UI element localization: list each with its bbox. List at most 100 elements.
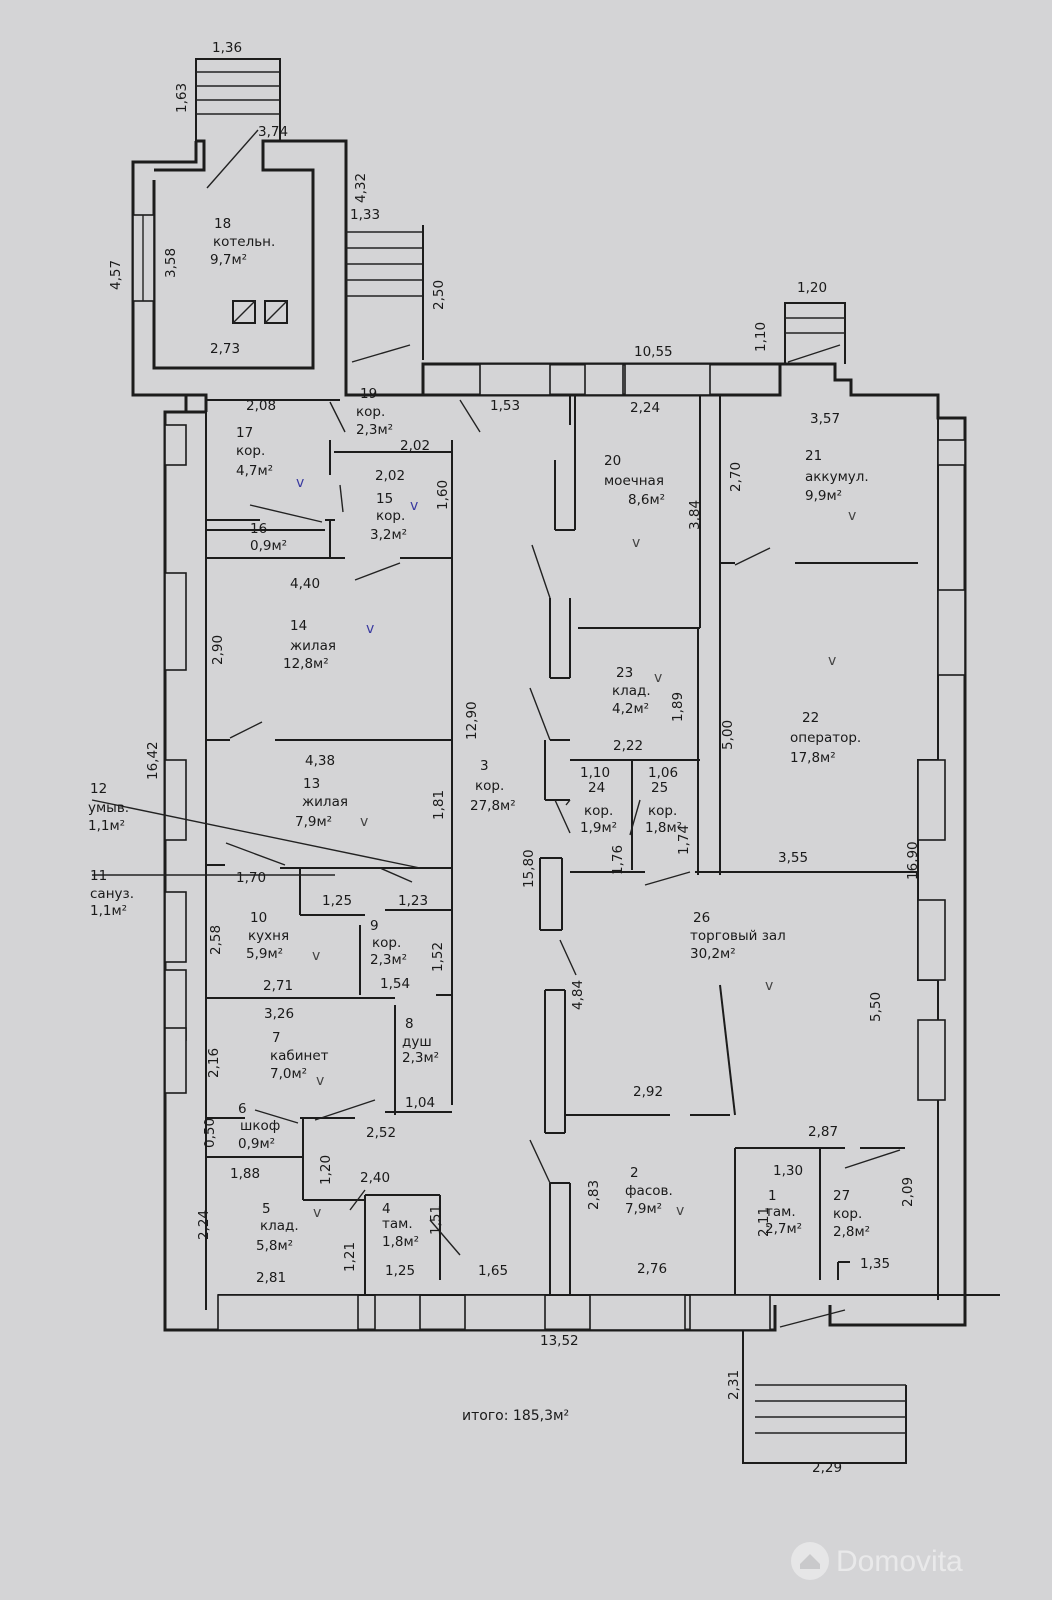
dim-2-87: 2,87 — [808, 1124, 838, 1140]
dim-2-83: 2,83 — [586, 1180, 602, 1210]
room-7-area: 7,0м² — [270, 1066, 307, 1082]
dimension-labels: 1,36 1,63 3,74 4,32 1,33 3,58 4,57 2,50 … — [108, 40, 921, 1476]
room-6-name: шкоф — [240, 1118, 280, 1134]
room-labels: 1 там. 2,7м² 2 фасов. 7,9м² 3 кор. 27,8м… — [88, 216, 870, 1254]
room-12: 12 умыв. 1,1м² — [88, 781, 129, 834]
room-15-area: 3,2м² — [370, 527, 407, 543]
dim-1-20-top: 1,20 — [797, 280, 827, 296]
room-13-name: жилая — [302, 794, 348, 810]
dim-2-92: 2,92 — [633, 1084, 663, 1100]
room-20-name: моечная — [604, 473, 664, 489]
dim-2-52: 2,52 — [366, 1125, 396, 1141]
boiler-symbols — [232, 300, 288, 324]
room-10: 10 кухня 5,9м² — [246, 910, 289, 962]
svg-text:v: v — [316, 1073, 324, 1089]
svg-text:v: v — [366, 621, 374, 637]
room-10-num: 10 — [250, 910, 267, 926]
dim-10-55: 10,55 — [634, 344, 673, 360]
dim-1-81: 1,81 — [431, 790, 447, 820]
room-10-area: 5,9м² — [246, 946, 283, 962]
room-4: 4 там. 1,8м² — [382, 1201, 419, 1250]
svg-text:v: v — [632, 535, 640, 551]
watermark-text: Domovita — [836, 1545, 963, 1578]
dim-4-84: 4,84 — [570, 980, 586, 1010]
dim-2-29: 2,29 — [812, 1460, 842, 1476]
room-24-area: 1,9м² — [580, 820, 617, 836]
room-1-name: там. — [765, 1204, 796, 1220]
room-24-num: 24 — [588, 780, 605, 796]
room-15: 15 кор. 3,2м² — [370, 491, 407, 543]
room-8: 8 душ 2,3м² — [402, 1016, 439, 1066]
room-26-area: 30,2м² — [690, 946, 736, 962]
dim-2-81: 2,81 — [256, 1270, 286, 1286]
dim-1-06: 1,06 — [648, 765, 678, 781]
dim-1-53: 1,53 — [490, 398, 520, 414]
room-23-num: 23 — [616, 665, 633, 681]
room-20-area: 8,6м² — [628, 492, 665, 508]
dim-5-00: 5,00 — [720, 720, 736, 750]
dim-3-55: 3,55 — [778, 850, 808, 866]
room-15-num: 15 — [376, 491, 393, 507]
room-7: 7 кабинет 7,0м² — [270, 1030, 329, 1082]
room-13-num: 13 — [303, 776, 320, 792]
room-21-num: 21 — [805, 448, 822, 464]
dim-1-10: 1,10 — [753, 322, 769, 352]
svg-text:v: v — [410, 498, 418, 514]
dim-3-57: 3,57 — [810, 411, 840, 427]
dim-13-52: 13,52 — [540, 1333, 579, 1349]
svg-text:v: v — [296, 475, 304, 491]
dim-15-80: 15,80 — [521, 849, 537, 888]
room-19-name: кор. — [356, 404, 385, 420]
room-24: 24 кор. 1,9м² — [580, 780, 617, 836]
room-3-name: кор. — [475, 778, 504, 794]
room-9-num: 9 — [370, 918, 379, 934]
room-9: 9 кор. 2,3м² — [370, 918, 407, 968]
svg-text:v: v — [312, 948, 320, 964]
dim-2-40: 2,40 — [360, 1170, 390, 1186]
svg-text:v: v — [848, 508, 856, 524]
room-25-name: кор. — [648, 803, 677, 819]
dim-3-74: 3,74 — [258, 124, 288, 140]
dim-2-02-a: 2,02 — [400, 438, 430, 454]
room-21: 21 аккумул. 9,9м² — [805, 448, 869, 504]
room-10-name: кухня — [248, 928, 289, 944]
dim-1-25-b: 1,25 — [385, 1263, 415, 1279]
room-26-name: торговый зал — [690, 928, 786, 944]
dim-4-57: 4,57 — [108, 260, 124, 290]
dim-1-51: 1,51 — [428, 1205, 444, 1235]
dim-1-54: 1,54 — [380, 976, 410, 992]
room-27-num: 27 — [833, 1188, 850, 1204]
dim-2-58: 2,58 — [208, 925, 224, 955]
dim-2-71: 2,71 — [263, 978, 293, 994]
door-swings — [91, 129, 901, 1256]
dim-1-21: 1,21 — [342, 1242, 358, 1272]
room-25-area: 1,8м² — [645, 820, 682, 836]
svg-text:v: v — [360, 814, 368, 830]
dim-4-38: 4,38 — [305, 753, 335, 769]
room-22: 22 оператор. 17,8м² — [790, 710, 861, 766]
room-11-num: 11 — [90, 868, 107, 884]
room-27: 27 кор. 2,8м² — [833, 1188, 870, 1240]
room-23: 23 клад. 4,2м² — [612, 665, 651, 717]
room-6-num: 6 — [238, 1101, 247, 1117]
dim-1-30: 1,30 — [773, 1163, 803, 1179]
svg-text:v: v — [654, 670, 662, 686]
room-3: 3 кор. 27,8м² — [470, 758, 516, 814]
room-21-name: аккумул. — [805, 469, 869, 485]
domovita-logo-icon: Domovita — [791, 1542, 963, 1580]
dim-5-50: 5,50 — [868, 992, 884, 1022]
dim-1-33: 1,33 — [350, 207, 380, 223]
room-2-num: 2 — [630, 1165, 639, 1181]
room-11-name: сануз. — [90, 886, 134, 902]
room-14-name: жилая — [290, 638, 336, 654]
svg-text:v: v — [828, 653, 836, 669]
dim-1-36: 1,36 — [212, 40, 242, 56]
room-12-name: умыв. — [88, 800, 129, 816]
room-8-num: 8 — [405, 1016, 414, 1032]
dim-2-22: 2,22 — [613, 738, 643, 754]
interior-walls — [205, 395, 918, 1310]
room-6: 6 шкоф 0,9м² — [238, 1101, 280, 1152]
dim-1-60: 1,60 — [435, 480, 451, 510]
dim-16-42: 16,42 — [145, 741, 161, 780]
